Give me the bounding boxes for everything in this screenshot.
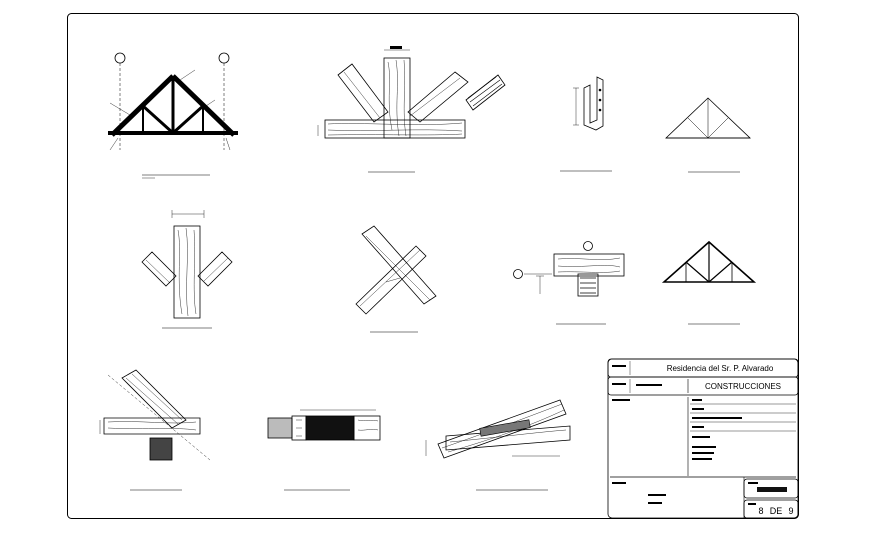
hatched-block xyxy=(465,74,506,111)
detail-post-joint-elevation xyxy=(141,210,233,329)
top-chord-left xyxy=(110,74,175,137)
post xyxy=(173,225,201,319)
diagonal-right xyxy=(407,71,469,123)
title-block: Residencia del Sr. P. Alvarado CONSTRUCC… xyxy=(607,358,799,519)
detail-bracket-section xyxy=(513,241,625,325)
post-section-hatched xyxy=(149,437,173,461)
grid-bubble-right xyxy=(218,52,230,64)
detail-splice-elevation xyxy=(425,399,571,491)
horizontal-beam xyxy=(324,119,466,139)
plan-solid-member xyxy=(305,415,355,441)
detail-joint-elevation-1 xyxy=(317,46,506,173)
detail-truss-schematic-1 xyxy=(665,97,751,173)
diagonal-left xyxy=(337,63,389,123)
detail-diagonal-crossing xyxy=(355,225,437,333)
detail-heel-joint xyxy=(99,369,211,491)
sheet-of-label: DE xyxy=(770,506,783,516)
detail-truss-elevation xyxy=(108,52,238,179)
detail-plan-view xyxy=(267,409,381,491)
top-chord-right xyxy=(171,74,236,137)
detail-truss-schematic-2 xyxy=(661,240,757,325)
detail-bracket-isometric xyxy=(560,76,612,172)
category-title: CONSTRUCCIONES xyxy=(705,382,781,391)
project-name: Residencia del Sr. P. Alvarado xyxy=(667,364,774,373)
grid-bubble-left xyxy=(114,52,126,64)
sheet-number: 8 xyxy=(758,506,763,516)
sheet-border xyxy=(67,13,799,519)
bracket-outline xyxy=(583,76,604,131)
sheet-total: 9 xyxy=(788,506,793,516)
